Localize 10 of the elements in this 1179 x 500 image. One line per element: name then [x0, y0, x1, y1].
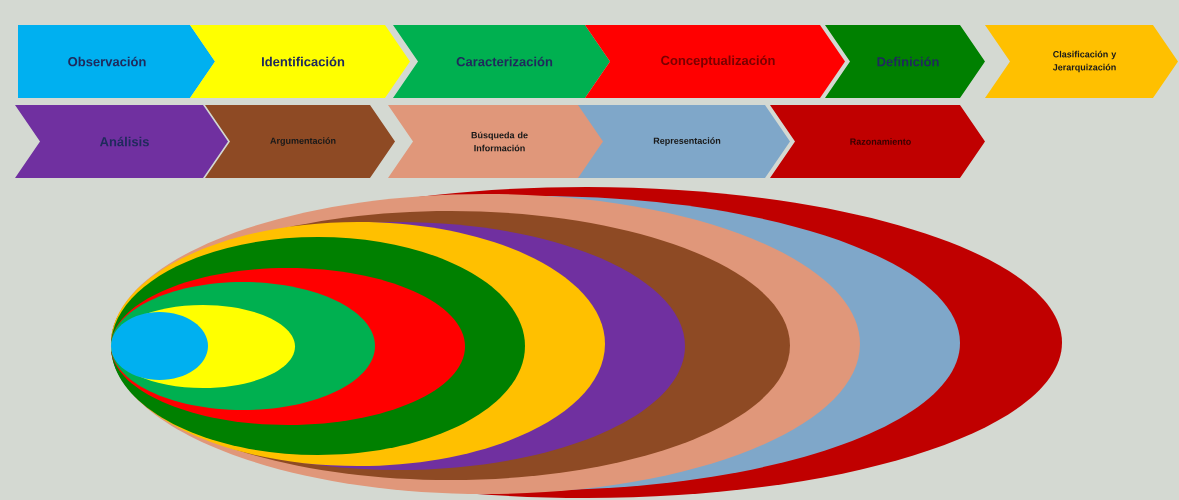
step-banner: Clasificación y Jerarquización	[985, 25, 1178, 98]
step-banner: Caracterización	[393, 25, 610, 98]
step-banner: Búsqueda de Información	[388, 105, 605, 178]
step-banner: Argumentación	[205, 105, 395, 178]
step-banner: Razonamiento	[770, 105, 985, 178]
step-banner: Observación	[18, 25, 215, 98]
step-banner: Identificación	[190, 25, 410, 98]
step-banner: Análisis	[15, 105, 228, 178]
step-banner: Definición	[825, 25, 985, 98]
step-banner: Representación	[578, 105, 790, 178]
